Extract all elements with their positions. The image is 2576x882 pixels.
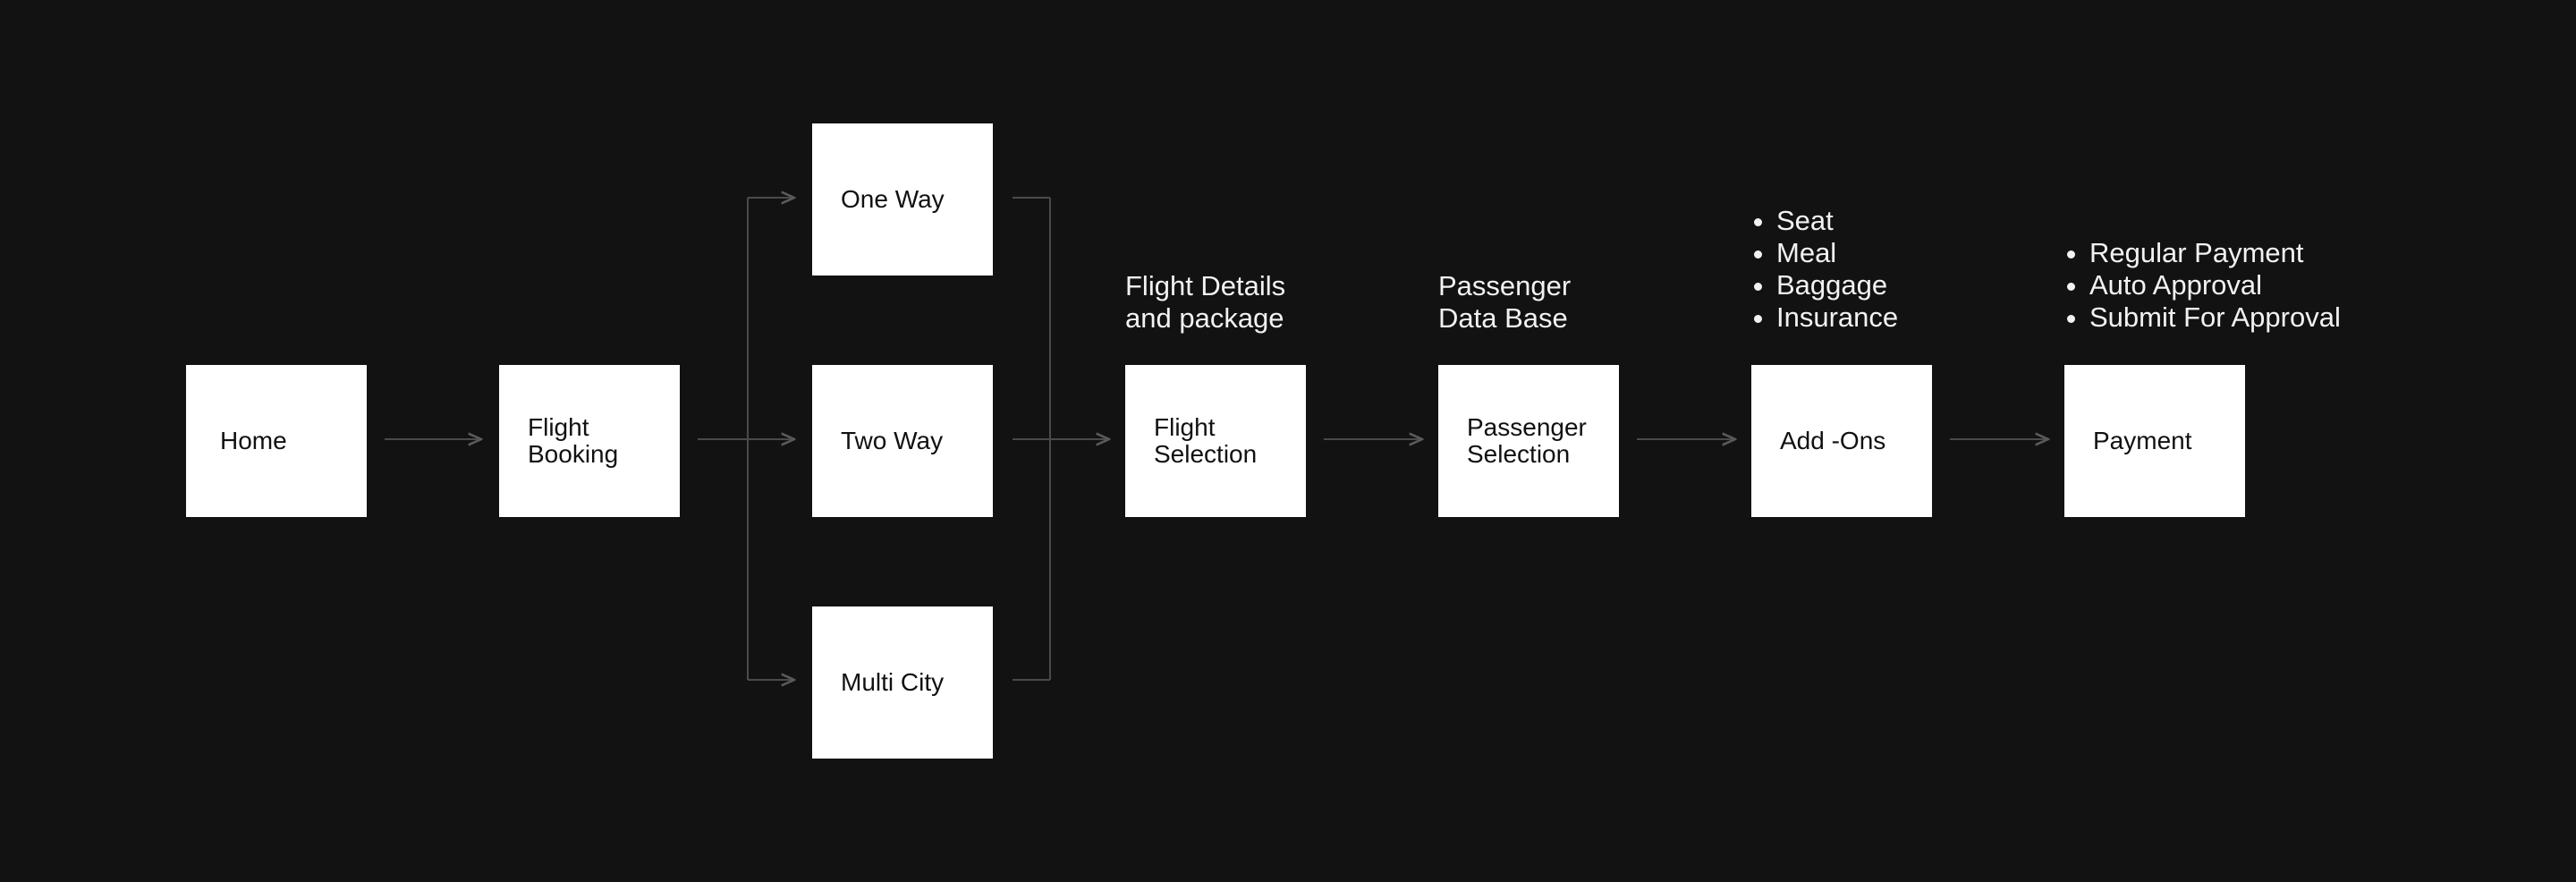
add-on-option: Insurance — [1776, 301, 1898, 334]
note-passenger-database: Passenger Data Base — [1438, 270, 1572, 334]
payment-option: Submit For Approval — [2089, 301, 2341, 334]
payment-option: Regular Payment — [2089, 237, 2341, 269]
node-add-ons-label: Add -Ons — [1780, 427, 1886, 454]
node-payment[interactable]: Payment — [2064, 365, 2245, 517]
payment-option: Auto Approval — [2089, 269, 2341, 301]
node-add-ons[interactable]: Add -Ons — [1751, 365, 1932, 517]
node-home-label: Home — [220, 427, 287, 454]
node-one-way[interactable]: One Way — [812, 123, 993, 276]
node-payment-label: Payment — [2093, 427, 2192, 454]
node-multi-city-label: Multi City — [841, 668, 945, 696]
add-on-option: Baggage — [1776, 269, 1898, 301]
add-on-option: Seat — [1776, 205, 1898, 237]
node-two-way[interactable]: Two Way — [812, 365, 993, 517]
payment-options-list: Regular Payment Auto Approval Submit For… — [2064, 237, 2341, 334]
node-flight-selection[interactable]: Flight Selection — [1125, 365, 1306, 517]
add-on-option: Meal — [1776, 237, 1898, 269]
note-flight-details: Flight Details and package — [1125, 270, 1286, 334]
node-flight-booking-label: Flight Booking — [528, 413, 619, 468]
node-home[interactable]: Home — [186, 365, 367, 517]
node-flight-booking[interactable]: Flight Booking — [499, 365, 680, 517]
node-passenger-selection-label: Passenger Selection — [1467, 413, 1587, 468]
node-two-way-label: Two Way — [841, 427, 944, 454]
node-one-way-label: One Way — [841, 185, 945, 213]
add-on-options-list: Seat Meal Baggage Insurance — [1751, 205, 1898, 334]
node-flight-selection-label: Flight Selection — [1154, 413, 1258, 468]
node-multi-city[interactable]: Multi City — [812, 606, 993, 759]
node-passenger-selection[interactable]: Passenger Selection — [1438, 365, 1619, 517]
